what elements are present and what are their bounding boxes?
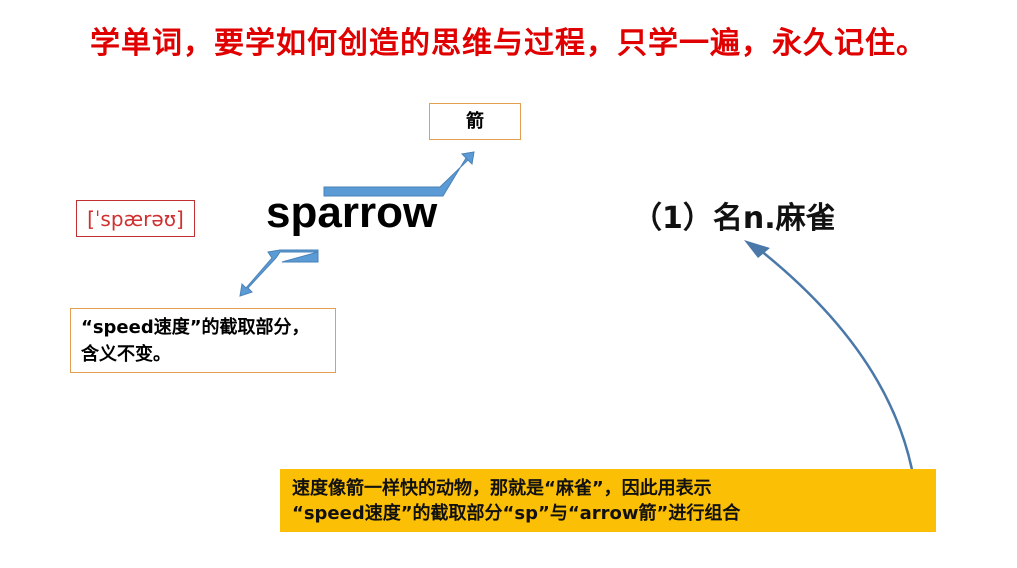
arrow-to-part-icon [323, 151, 475, 197]
explanation-line-2: “speed速度”的截取部分“sp”与“arrow箭”进行组合 [292, 503, 741, 524]
vocab-word: sparrow [266, 188, 438, 237]
explanation-box: 速度像箭一样快的动物，那就是“麻雀”，因此用表示 “speed速度”的截取部分“… [280, 469, 936, 532]
arrow-to-note-icon [239, 249, 319, 297]
curved-arrow-head-icon [744, 240, 770, 258]
word-meaning: （1）名n.麻雀 [632, 201, 836, 236]
note-box: “speed速度”的截取部分，含义不变。 [70, 308, 336, 373]
explanation-line-1: 速度像箭一样快的动物，那就是“麻雀”，因此用表示 [292, 478, 712, 499]
phonetic-box: [ˈspærəʊ] [76, 200, 195, 237]
part-box: 箭 [429, 103, 521, 140]
page-title: 学单词，要学如何创造的思维与过程，只学一遍，永久记住。 [90, 26, 927, 61]
